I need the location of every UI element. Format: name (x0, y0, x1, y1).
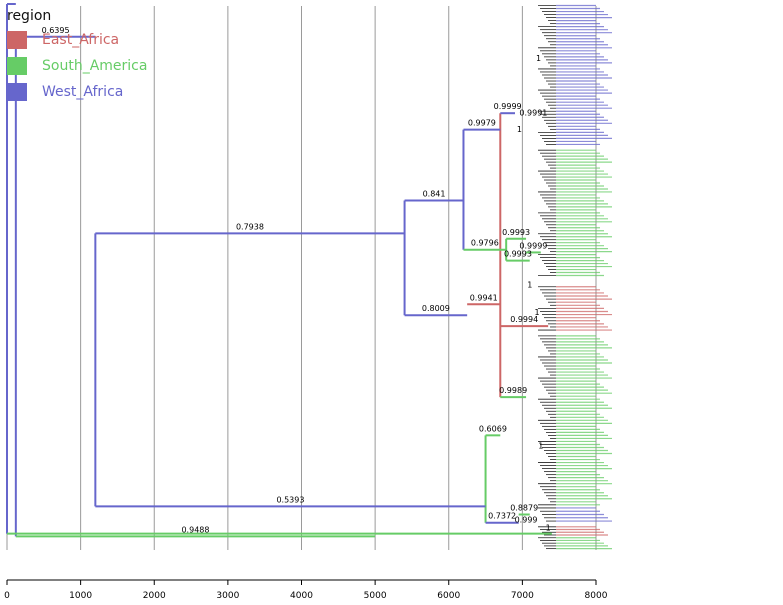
node-support-label: 1 (517, 125, 522, 134)
time-gridlines (6, 6, 597, 550)
axis-tick-label: 3000 (216, 591, 239, 601)
region-legend: region East_Africa South_America West_Af… (7, 8, 147, 105)
legend-item-east-africa: East_Africa (7, 27, 147, 53)
node-support-label: 0.6395 (42, 26, 70, 35)
node-support-label: 0.9999 (494, 102, 522, 111)
node-support-label: 0.9993 (502, 228, 530, 237)
legend-label-west-africa: West_Africa (42, 84, 124, 100)
node-support-label: 0.9941 (470, 293, 498, 302)
node-support-label: 1 (535, 308, 540, 317)
axis-tick-label: 5000 (364, 591, 387, 601)
axis-tick-label: 4000 (290, 591, 313, 601)
node-support-label: 0.9999 (519, 241, 547, 250)
axis-tick-label: 6000 (437, 591, 460, 601)
legend-item-south-america: South_America (7, 53, 147, 79)
node-support-label: 0.9994 (510, 315, 538, 324)
node-support-label: 0.6069 (479, 424, 507, 433)
axis-tick-label: 8000 (585, 591, 608, 601)
node-support-label: 0.999 (515, 515, 538, 524)
node-support-label: 1 (527, 281, 532, 290)
node-support-label: 1 (536, 54, 541, 63)
time-axis: 0 1000 2000 3000 4000 5000 6000 7000 8000 (4, 579, 608, 601)
legend-swatch-south-america (7, 57, 27, 75)
node-support-label: 0.9979 (468, 119, 496, 128)
node-support-label: 0.7938 (236, 222, 264, 231)
node-support-label: 0.9991 (519, 109, 547, 118)
node-support-label: 1 (546, 524, 551, 533)
legend-swatch-east-africa (7, 31, 27, 49)
node-support-label: 0.7372 (488, 512, 516, 521)
node-support-label: 1 (538, 442, 543, 451)
node-support-label: 0.8879 (510, 504, 538, 513)
node-support-label: 0.841 (423, 190, 446, 199)
legend-swatch-west-africa (7, 83, 27, 101)
legend-label-south-america: South_America (42, 58, 148, 74)
tip-label-columns (538, 4, 612, 550)
axis-tick-label: 1000 (69, 591, 92, 601)
legend-label-east-africa: East_Africa (42, 32, 120, 48)
legend-title: region (7, 8, 52, 24)
axis-tick-label: 0 (4, 591, 10, 601)
axis-tick-label: 7000 (511, 591, 534, 601)
node-support-label: 0.9796 (471, 239, 499, 248)
node-support-labels: 0.6395 0.7938 0.5393 0.9488 0.841 0.8009 0.997… (42, 26, 551, 535)
node-support-label: 0.8009 (422, 304, 450, 313)
node-support-label: 0.5393 (276, 495, 304, 504)
node-support-label: 0.9993 (504, 250, 532, 259)
node-support-label: 0.9488 (181, 525, 209, 534)
legend-item-west-africa: West_Africa (7, 79, 147, 105)
axis-tick-label: 2000 (143, 591, 166, 601)
node-support-label: 0.9989 (499, 386, 527, 395)
